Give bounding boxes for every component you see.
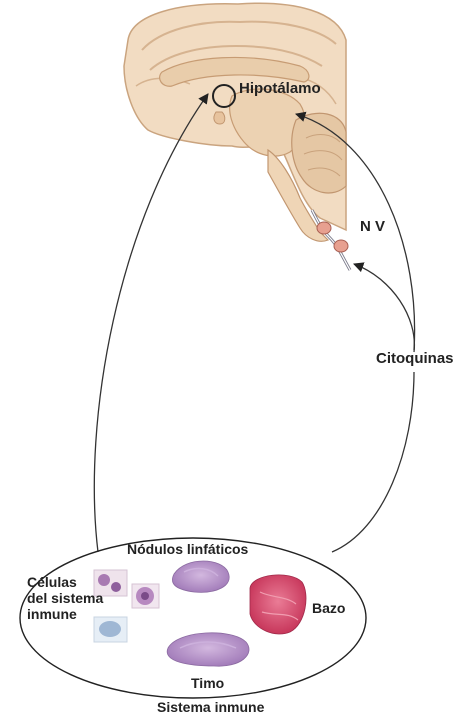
label-bazo: Bazo xyxy=(312,600,345,616)
lymph-node-image xyxy=(172,561,229,592)
label-celulas-line-3: inmune xyxy=(27,606,103,622)
label-citoquinas: Citoquinas xyxy=(376,350,454,367)
thymus-image xyxy=(167,633,249,666)
label-nodulos-linfaticos: Nódulos linfáticos xyxy=(127,541,248,557)
arrow-citoquinas-to-nerve xyxy=(354,264,414,352)
label-celulas-line-1: Células xyxy=(27,574,103,590)
spleen-image xyxy=(250,575,306,634)
line-immune-to-citoquinas xyxy=(332,372,414,552)
label-timo: Timo xyxy=(191,675,224,691)
arrow-immune-to-hypothalamus xyxy=(94,94,208,552)
immune-cells-images xyxy=(94,570,159,642)
label-celulas-sistema-inmune: Células del sistema inmune xyxy=(27,574,103,622)
ganglion-upper xyxy=(317,222,331,234)
label-celulas-line-2: del sistema xyxy=(27,590,103,606)
brain-illustration xyxy=(124,3,346,241)
label-hipotalamo: Hipotálamo xyxy=(239,80,321,97)
ganglion-lower xyxy=(334,240,348,252)
label-nervio: N V xyxy=(360,218,385,235)
label-sistema-inmune: Sistema inmune xyxy=(157,699,264,715)
